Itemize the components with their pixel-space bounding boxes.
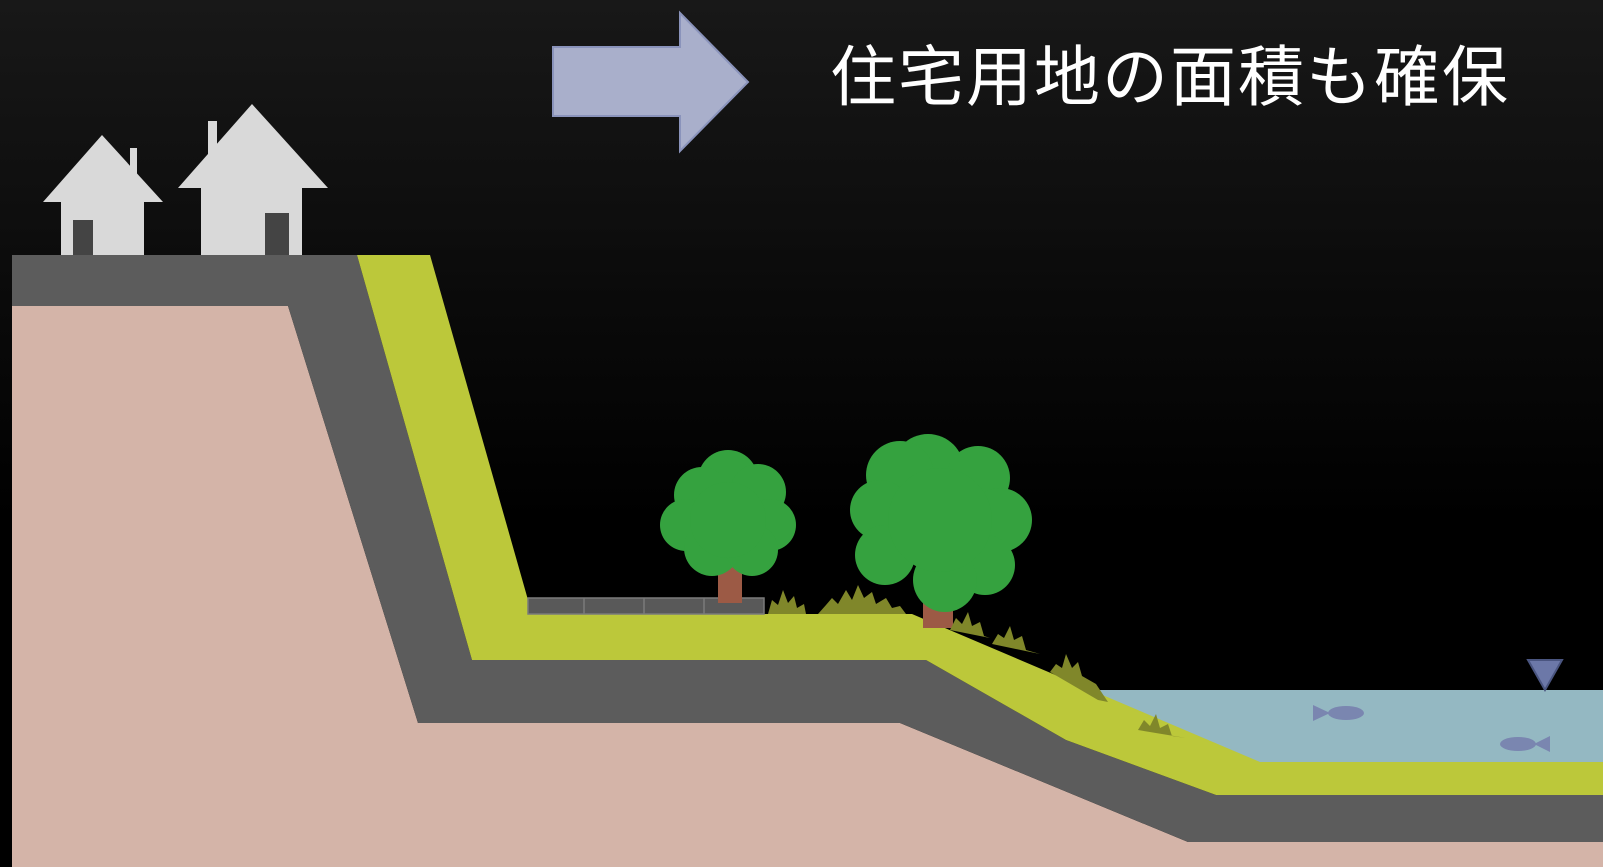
fish-icon (1313, 705, 1364, 721)
soil-ground (12, 306, 1603, 867)
paving-blocks (527, 597, 765, 615)
shrub-icon (818, 585, 906, 614)
house-icon (43, 135, 163, 255)
tree-icon (660, 450, 796, 603)
concrete-layer (12, 255, 1603, 842)
grass-embankment (357, 255, 1603, 795)
shrub-icon (1138, 714, 1186, 738)
shrub-icon (992, 626, 1040, 654)
shrub-icon (1050, 654, 1108, 702)
arrow-right-icon (552, 10, 750, 154)
caption-text: 住宅用地の面積も確保 (830, 39, 1510, 116)
tree-icon (850, 434, 1032, 628)
shrub-icon (950, 612, 990, 638)
shrub-icon (768, 590, 806, 614)
house-icon (178, 104, 328, 255)
fish-icon (1500, 736, 1550, 752)
water-level-triangle-icon (1526, 659, 1564, 693)
